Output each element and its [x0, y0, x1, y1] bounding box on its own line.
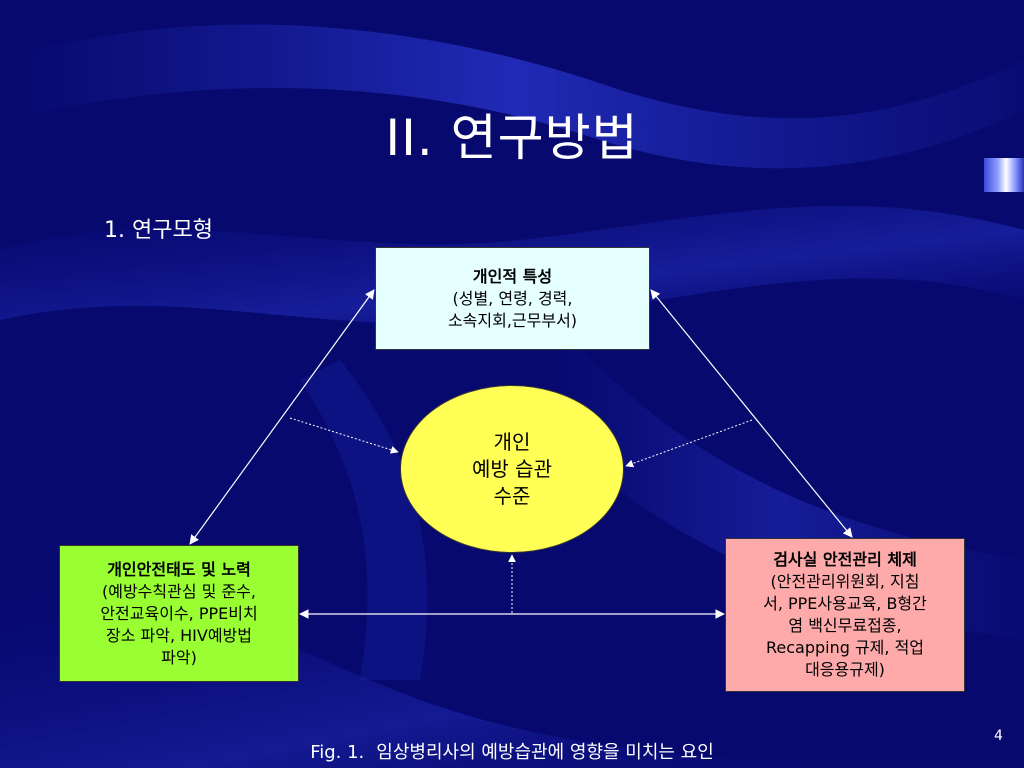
safety-attitude-box: 개인안전태도 및 노력 (예방수칙관심 및 준수, 안전교육이수, PPE비치 … [59, 545, 299, 682]
personal-prevention-habit-ellipse: 개인 예방 습관 수준 [400, 385, 624, 553]
safety-attitude-line: 안전교육이수, PPE비치 [100, 603, 258, 623]
arrow-personal-lab [650, 289, 853, 538]
personal-traits-heading: 개인적 특성 [472, 266, 553, 286]
lab-safety-line: 대응용규제) [805, 660, 885, 679]
safety-attitude-heading: 개인안전태도 및 노력 [107, 559, 251, 579]
figure-caption-text: 임상병리사의 예방습관에 영향을 미치는 요인 [376, 742, 714, 763]
slide-title: II. 연구방법 [385, 109, 639, 167]
dotted-arrow-left-to-center [289, 417, 399, 454]
lab-safety-system-box: 검사실 안전관리 체제 (안전관리위원회, 지침 서, PPE사용교육, B형간… [725, 538, 965, 692]
safety-attitude-line: 장소 파악, HIV예방법 [106, 625, 252, 645]
lab-safety-line: 서, PPE사용교육, B형간 [763, 594, 927, 613]
safety-attitude-line: 파악) [161, 647, 197, 667]
figure-caption-prefix: Fig. 1. [310, 742, 365, 763]
center-line: 수준 [493, 483, 531, 508]
center-line: 개인 [493, 429, 531, 454]
dotted-arrow-right-to-center [625, 419, 753, 468]
figure-caption: Fig. 1. 임상병리사의 예방습관에 영향을 미치는 요인 [0, 738, 1024, 764]
decorative-side-tab [984, 158, 1024, 192]
personal-traits-box: 개인적 특성 (성별, 연령, 경력, 소속지회,근무부서) [375, 247, 650, 350]
personal-traits-line: (성별, 연령, 경력, [452, 288, 573, 308]
personal-traits-line: 소속지회,근무부서) [447, 310, 578, 330]
lab-safety-heading: 검사실 안전관리 체제 [773, 550, 917, 569]
safety-attitude-line: (예방수칙관심 및 준수, [102, 581, 256, 601]
center-line: 예방 습관 [472, 456, 552, 481]
arrow-personal-attitude [189, 289, 375, 545]
section-subtitle: 1. 연구모형 [104, 218, 213, 243]
lab-safety-line: (안전관리위원회, 지침 [770, 572, 920, 591]
page-number: 4 [994, 728, 1003, 744]
lab-safety-line: 염 백신무료접종, [788, 616, 902, 635]
lab-safety-line: Recapping 규제, 적업 [765, 638, 925, 657]
